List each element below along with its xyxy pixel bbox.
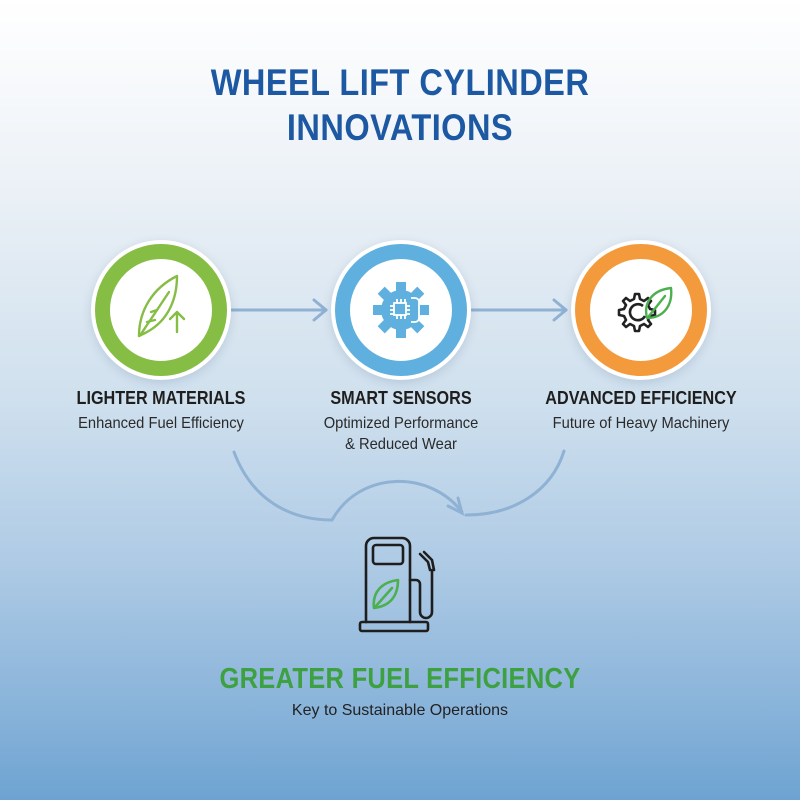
step-node-advanced-efficiency: [571, 240, 711, 380]
outcome-heading: GREATER FUEL EFFICIENCY: [219, 663, 581, 695]
step-label-advanced-efficiency: ADVANCED EFFICIENCY Future of Heavy Mach…: [511, 388, 771, 434]
gear-leaf-icon: [617, 286, 673, 333]
merge-curves: [232, 449, 566, 522]
arrow-right-icon: [470, 298, 568, 322]
step-subtitle: Enhanced Fuel Efficiency: [78, 415, 244, 432]
title-line-1: WHEEL LIFT CYLINDER: [210, 62, 590, 103]
step-node-lighter-materials: [91, 240, 231, 380]
step-heading: LIGHTER MATERIALS: [76, 388, 246, 408]
step-label-lighter-materials: LIGHTER MATERIALS Enhanced Fuel Efficien…: [31, 388, 291, 434]
outcome-subtitle: Key to Sustainable Operations: [291, 702, 509, 719]
step-subtitle: Optimized Performance & Reduced Wear: [323, 415, 479, 453]
diagram-title: WHEEL LIFT CYLINDER INNOVATIONS: [48, 60, 752, 150]
arrow-right-icon: [230, 298, 328, 322]
title-line-2: INNOVATIONS: [286, 107, 514, 148]
feather-up-arrow-icon: [137, 274, 186, 338]
step-heading: SMART SENSORS: [330, 388, 472, 408]
step-heading: ADVANCED EFFICIENCY: [545, 388, 737, 408]
step-node-smart-sensors: [331, 240, 471, 380]
gear-chip-sensor-icon: [373, 282, 429, 338]
fuel-pump-leaf-icon: [358, 536, 436, 633]
step-label-smart-sensors: SMART SENSORS Optimized Performance & Re…: [271, 388, 531, 455]
step-subtitle: Future of Heavy Machinery: [552, 415, 730, 432]
